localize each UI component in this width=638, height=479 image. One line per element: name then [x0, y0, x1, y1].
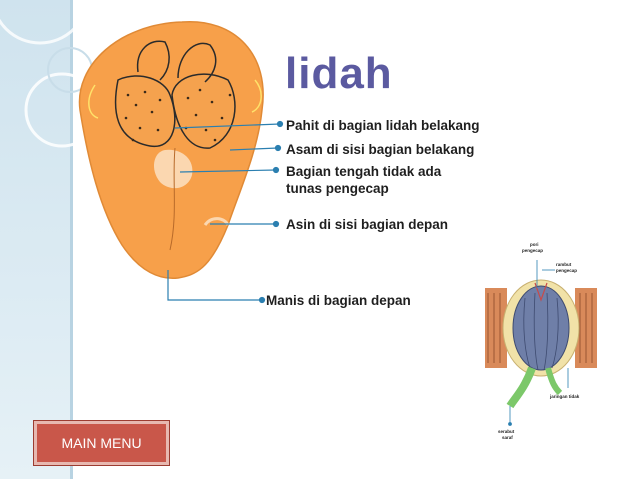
label-salty: Asin di sisi bagian depan	[286, 217, 449, 232]
taste-bud-label-nerve-1: serabut	[498, 429, 515, 434]
label-sweet: Manis di bagian depan	[266, 293, 411, 308]
label-bitter: Pahit di bagian lidah belakang	[286, 118, 480, 133]
side-band-edge	[70, 0, 73, 479]
side-decoration-band	[0, 0, 72, 479]
taste-bud-label-pore-1: pori	[530, 242, 539, 247]
label-middle-line1: Bagian tengah tidak ada	[286, 164, 442, 179]
taste-bud-label-hair-1: rambut	[556, 262, 572, 267]
taste-bud-label-nerve-2: saraf	[502, 435, 513, 440]
page-title: lidah	[285, 49, 393, 98]
taste-bud-diagram: pori pengecap rambut pengecap jaringan t…	[485, 242, 597, 440]
label-middle-line2: tunas pengecap	[286, 181, 389, 196]
taste-bud-label-tissue: jaringan tidak	[549, 394, 580, 399]
label-sour: Asam di sisi bagian belakang	[286, 142, 475, 157]
main-menu-button[interactable]: MAIN MENU	[33, 420, 170, 466]
taste-bud-label-pore-2: pengecap	[522, 248, 543, 253]
taste-bud-label-hair-2: pengecap	[556, 268, 577, 273]
